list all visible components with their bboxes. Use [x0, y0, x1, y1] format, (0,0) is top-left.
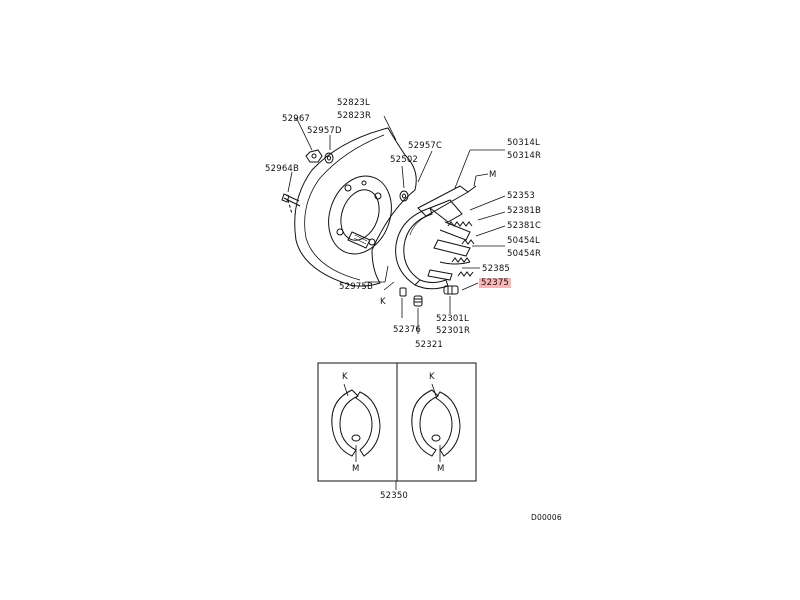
label-m-right[interactable]: M: [437, 464, 445, 474]
backing-plate: [294, 127, 417, 287]
adjuster-strut: [427, 269, 453, 281]
bolt-52964b: [281, 193, 301, 215]
washer-52957d: [324, 152, 334, 164]
leader-lines: [287, 115, 506, 334]
nut-52967: [305, 149, 323, 163]
label-50454r[interactable]: 50454R: [507, 249, 542, 259]
springs: [447, 221, 475, 277]
label-52502[interactable]: 52502: [390, 155, 419, 165]
spring-52321: [413, 295, 423, 307]
label-52967[interactable]: 52967: [282, 114, 311, 124]
label-52301l[interactable]: 52301L: [436, 314, 469, 324]
right-kit-shoes: [411, 383, 461, 462]
label-50314l[interactable]: 50314L: [507, 138, 540, 148]
label-52381c[interactable]: 52381C: [507, 221, 542, 231]
adjuster-on-plate: [347, 231, 371, 249]
label-50454l[interactable]: 50454L: [507, 236, 540, 246]
label-52321[interactable]: 52321: [415, 340, 444, 350]
label-k-right[interactable]: K: [429, 372, 435, 382]
label-m-left[interactable]: M: [352, 464, 360, 474]
label-52385[interactable]: 52385: [482, 264, 511, 274]
label-52957c[interactable]: 52957C: [408, 141, 443, 151]
cup-52376: [399, 287, 407, 297]
hold-pin-52375: [443, 285, 459, 295]
label-52823r[interactable]: 52823R: [337, 111, 372, 121]
shoe-kit-box: [317, 362, 477, 490]
brake-shoes: [395, 199, 471, 290]
label-52823l[interactable]: 52823L: [337, 98, 370, 108]
label-k-left[interactable]: K: [342, 372, 348, 382]
parking-lever: [417, 185, 477, 217]
label-52301r[interactable]: 52301R: [436, 326, 471, 336]
label-52376[interactable]: 52376: [393, 325, 422, 335]
label-52957d[interactable]: 52957D: [307, 126, 342, 136]
left-kit-shoes: [331, 383, 381, 462]
label-52975b[interactable]: 52975B: [339, 282, 374, 292]
label-52350[interactable]: 52350: [380, 491, 409, 501]
label-50314r[interactable]: 50314R: [507, 151, 542, 161]
label-52353[interactable]: 52353: [507, 191, 536, 201]
label-52964b[interactable]: 52964B: [265, 164, 300, 174]
washer-52502: [399, 190, 409, 202]
label-52375-highlighted[interactable]: 52375: [479, 278, 512, 288]
label-52381b[interactable]: 52381B: [507, 206, 542, 216]
label-m-top[interactable]: M: [489, 170, 497, 180]
label-k-mid[interactable]: K: [380, 297, 386, 307]
diagram-code: D00006: [531, 513, 562, 522]
